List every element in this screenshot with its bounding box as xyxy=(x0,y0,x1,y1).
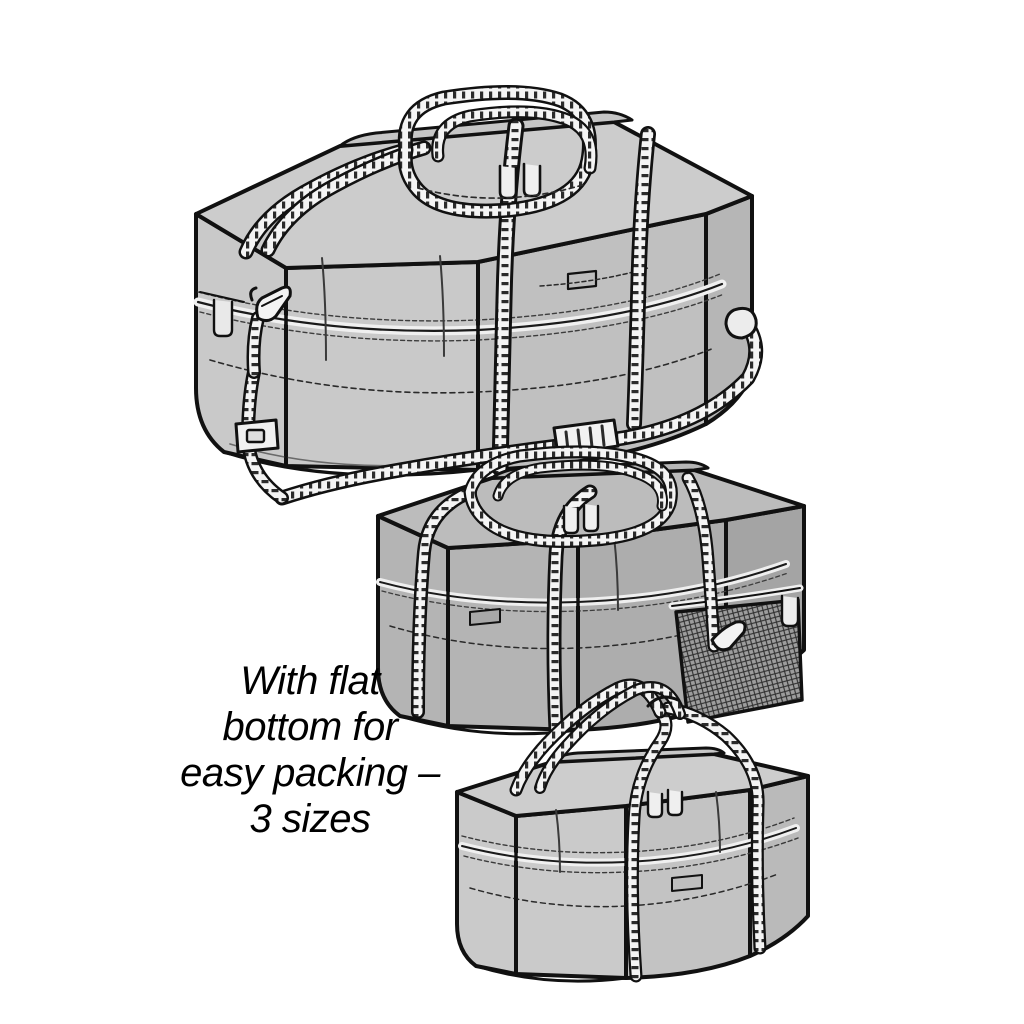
zipper-pull-a xyxy=(498,164,518,200)
carry-handles-medium xyxy=(463,445,678,548)
carry-handles-large xyxy=(397,84,598,219)
large-bag xyxy=(193,84,764,506)
shoulder-pad-ticks xyxy=(564,424,606,452)
webbing-strap-right-small xyxy=(661,701,767,955)
medium-bag xyxy=(376,445,806,738)
strap-hook-mid xyxy=(710,620,747,652)
zipper-pull-left xyxy=(212,298,234,338)
webbing-strap-right-mid xyxy=(681,471,747,653)
zipper-pull-mid-a xyxy=(562,504,580,535)
zipper-pull-small-b xyxy=(666,788,684,817)
d-ring-right xyxy=(724,306,758,340)
caption-text: With flat bottom for easy packing – 3 si… xyxy=(180,659,440,841)
webbing-strap-right xyxy=(626,126,656,432)
webbing-strap-left-small xyxy=(625,705,673,983)
zipper-pull-mid-b xyxy=(582,502,600,533)
webbing-strap-left-mid xyxy=(411,485,477,719)
carry-handles-small xyxy=(509,678,686,819)
small-bag xyxy=(455,678,810,983)
zipper-pull-b xyxy=(522,162,542,198)
zipper-pull-small-a xyxy=(646,790,664,819)
mesh-zipper-pull xyxy=(780,594,800,628)
